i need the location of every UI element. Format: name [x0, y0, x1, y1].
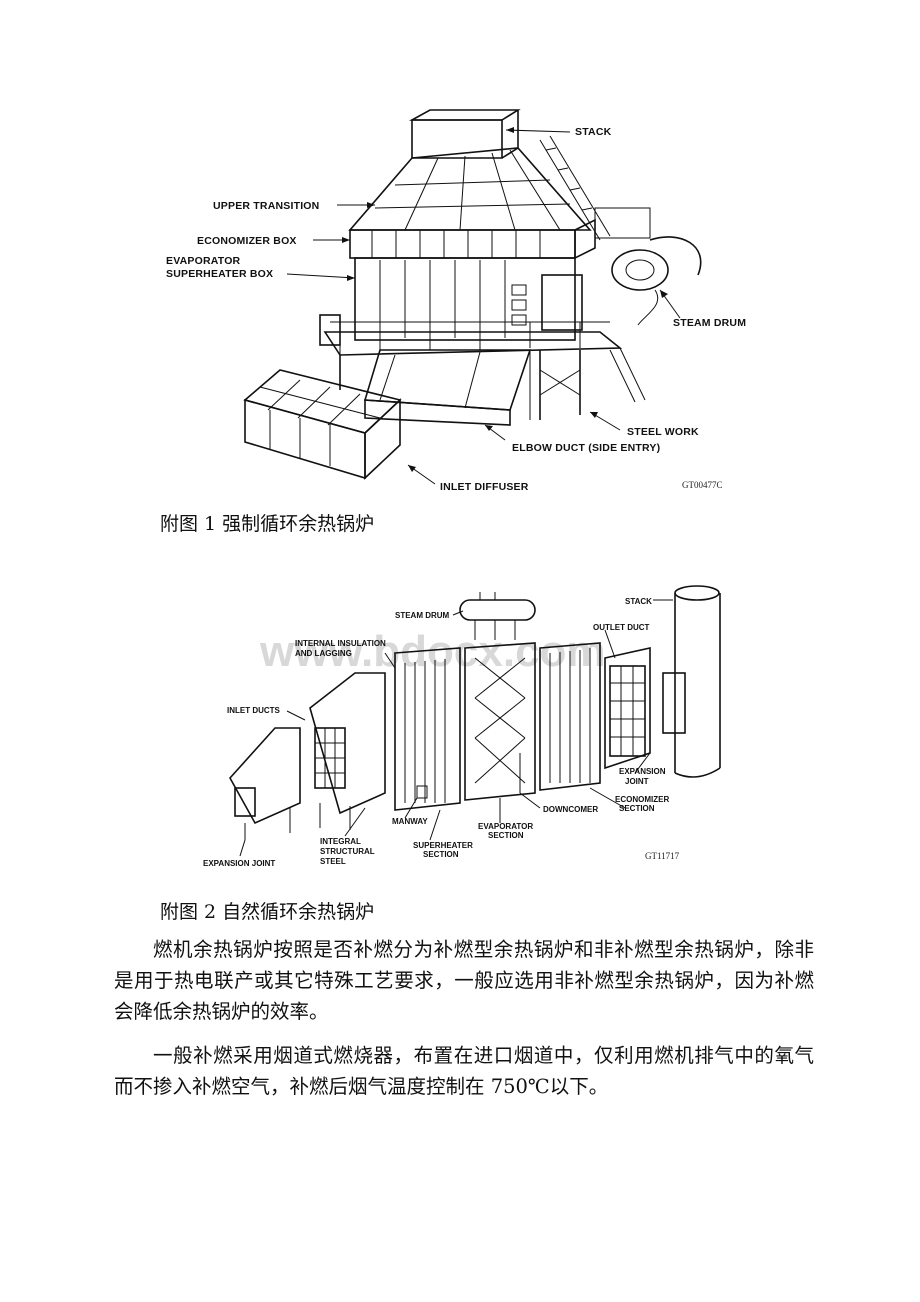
- figure-1-forced-circulation-hrsg: STACK UPPER TRANSITION ECONOMIZER BOX EV…: [150, 100, 790, 500]
- fig1-economizer-box-shape: [349, 218, 596, 260]
- fig2-figure-code: GT11717: [645, 851, 680, 861]
- fig2-label-stack: STACK: [625, 597, 652, 606]
- fig1-inlet-diffuser-shape: [243, 369, 402, 480]
- fig2-label-steam-drum: STEAM DRUM: [395, 611, 450, 620]
- figure-1-drawing: STACK UPPER TRANSITION ECONOMIZER BOX EV…: [166, 109, 746, 493]
- fig2-label-inlet-ducts: INLET DUCTS: [227, 706, 281, 715]
- fig2-evaporator-section-shape: [464, 642, 536, 801]
- fig1-label-evaporator: EVAPORATOR: [166, 255, 241, 267]
- fig1-elbow-duct-shape: [363, 349, 532, 426]
- fig2-label-expansion-joint-left: EXPANSION JOINT: [203, 859, 275, 868]
- figure-2-natural-circulation-hrsg: www.bdocx.com: [195, 578, 735, 878]
- fig2-leader-lines: [239, 599, 673, 857]
- fig1-label-inlet-diffuser: INLET DIFFUSER: [440, 481, 529, 493]
- fig2-label-internal-insulation-2: AND LAGGING: [295, 649, 352, 658]
- fig2-label-integral-3: STEEL: [320, 857, 346, 866]
- fig1-ladder-shape: [539, 135, 651, 241]
- fig2-economizer-section-shape: [539, 642, 601, 791]
- fig2-label-superheater-1: SUPERHEATER: [413, 841, 473, 850]
- fig2-inlet-transition-shape: [229, 727, 301, 840]
- fig2-label-expansion-joint-right-1: EXPANSION: [619, 767, 666, 776]
- fig2-label-economizer-1: ECONOMIZER: [615, 795, 669, 804]
- fig2-stack-shape: [674, 585, 721, 778]
- fig2-label-evaporator-2: SECTION: [488, 831, 524, 840]
- fig1-label-superheater-box: SUPERHEATER BOX: [166, 268, 273, 280]
- figure-1-caption: 附图 1 强制循环余热锅炉: [160, 513, 375, 535]
- fig1-stack-shape: [408, 109, 521, 159]
- fig1-label-economizer-box: ECONOMIZER BOX: [197, 235, 297, 247]
- fig2-label-expansion-joint-right-2: JOINT: [625, 777, 649, 786]
- fig1-steam-drum-shape: [611, 236, 702, 326]
- fig2-label-manway: MANWAY: [392, 817, 428, 826]
- fig2-label-evaporator-1: EVAPORATOR: [478, 822, 533, 831]
- fig2-outlet-duct-shape: [604, 647, 686, 770]
- paragraph-1: 燃机余热锅炉按照是否补燃分为补燃型余热锅炉和非补燃型余热锅炉，除非是用于热电联产…: [114, 938, 814, 1023]
- fig1-label-steam-drum: STEAM DRUM: [673, 317, 746, 329]
- fig1-label-upper-transition: UPPER TRANSITION: [213, 200, 319, 212]
- fig2-inlet-duct-shape: [309, 672, 386, 830]
- fig1-upper-transition-shape: [348, 147, 592, 231]
- fig1-label-steel-work: STEEL WORK: [627, 426, 699, 438]
- fig2-superheater-section-shape: [394, 647, 461, 811]
- fig2-steam-drum-shape: [459, 592, 536, 640]
- fig2-label-downcomer: DOWNCOMER: [543, 805, 598, 814]
- fig1-steel-work-shape: [339, 350, 581, 420]
- fig2-label-superheater-2: SECTION: [423, 850, 459, 859]
- fig1-leader-lines: [286, 127, 681, 485]
- fig1-label-stack: STACK: [575, 126, 612, 138]
- paragraph-2: 一般补燃采用烟道式燃烧器，布置在进口烟道中，仅利用燃机排气中的氧气而不掺入补燃空…: [114, 1044, 814, 1098]
- fig2-label-integral-1: INTEGRAL: [320, 837, 361, 846]
- fig1-figure-code: GT00477C: [682, 480, 723, 490]
- fig1-platform-shape: [319, 314, 646, 403]
- fig1-evaporator-box-shape: [354, 257, 583, 341]
- watermark: www.bdocx.com: [259, 627, 606, 676]
- figure-2-drawing: www.bdocx.com: [203, 585, 721, 868]
- fig2-label-outlet-duct: OUTLET DUCT: [593, 623, 650, 632]
- figure-2-caption: 附图 2 自然循环余热锅炉: [160, 901, 375, 923]
- fig2-label-integral-2: STRUCTURAL: [320, 847, 375, 856]
- fig2-label-internal-insulation-1: INTERNAL INSULATION: [295, 639, 386, 648]
- fig2-label-economizer-2: SECTION: [619, 804, 655, 813]
- fig1-label-elbow-duct: ELBOW DUCT (SIDE ENTRY): [512, 442, 660, 454]
